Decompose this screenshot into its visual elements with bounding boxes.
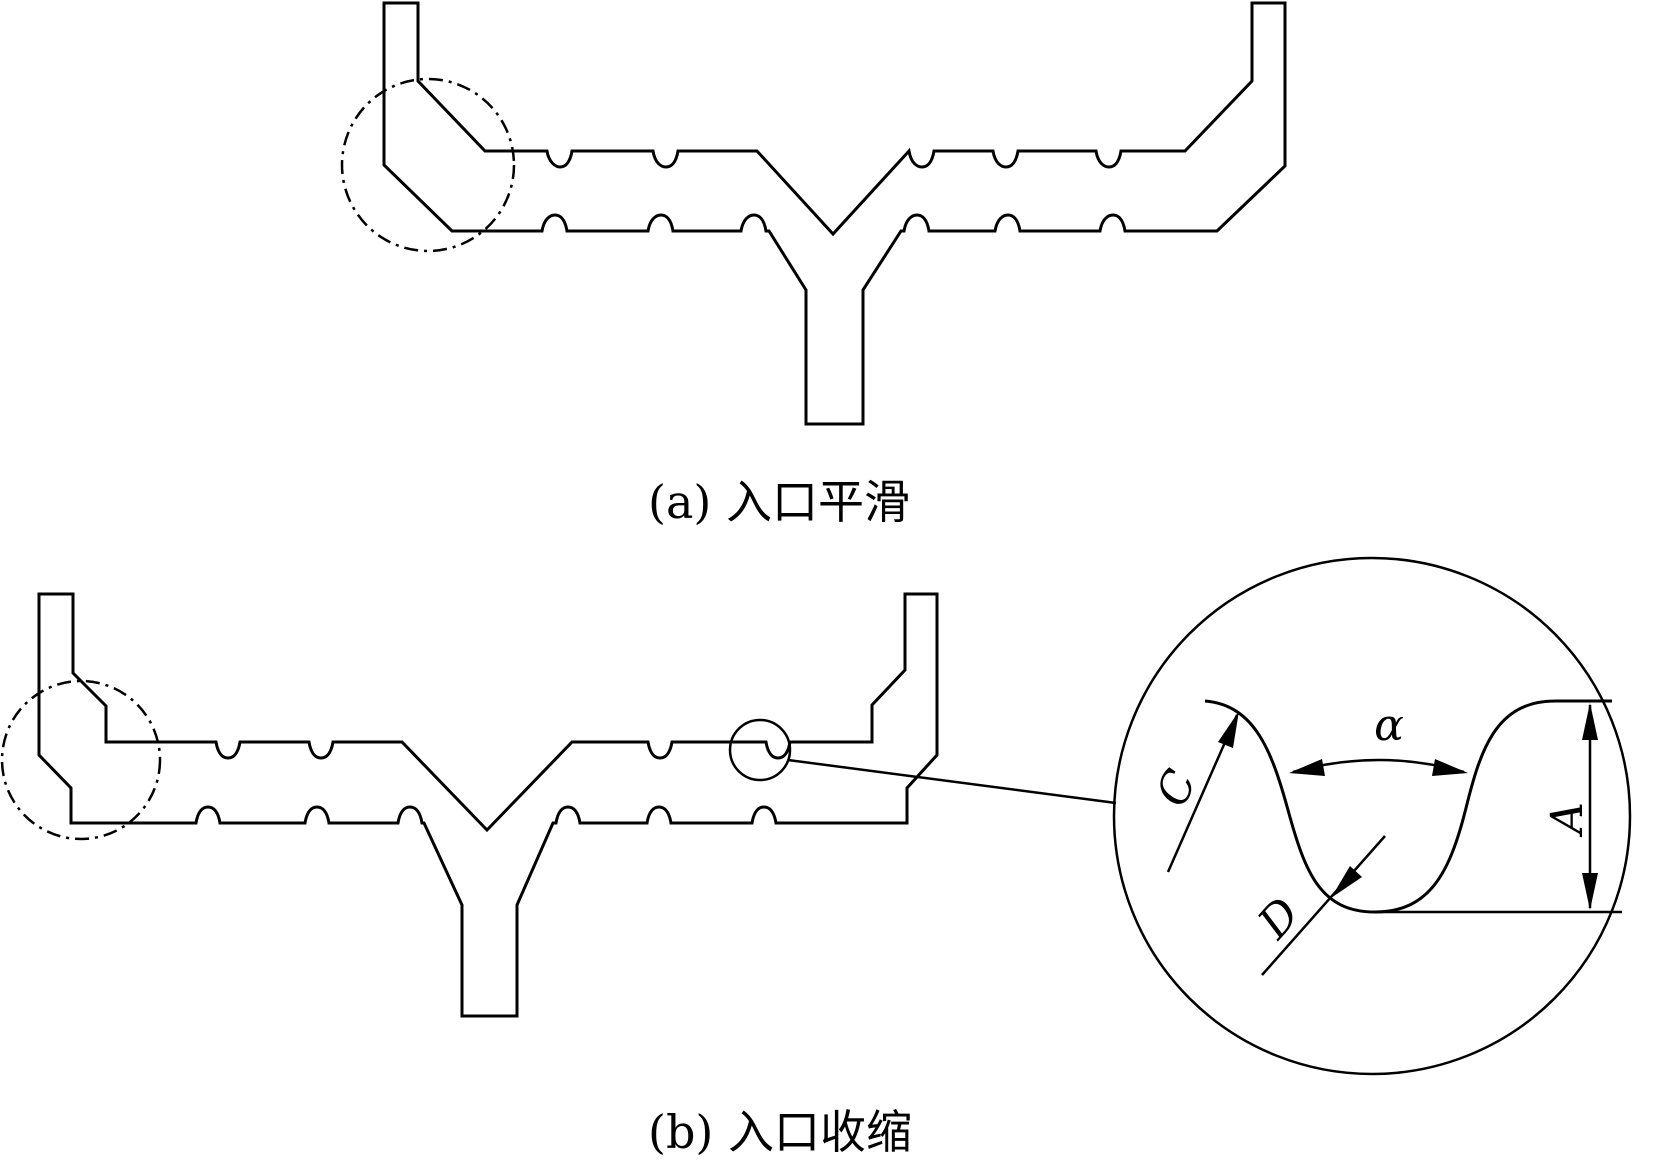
groove-detail-view: A C α D xyxy=(1112,556,1632,1076)
diagram-a-upper-wall xyxy=(382,1,1287,426)
diagram-b-contracted-inlet xyxy=(0,592,1117,1018)
caption-a-smooth-inlet: (a) 入口平滑 xyxy=(648,475,910,529)
dimension-a-arrow-bottom xyxy=(1582,873,1598,910)
dimension-alpha-arrow-right xyxy=(1432,759,1468,776)
detail-circle-border xyxy=(1112,556,1632,1076)
caption-b-contracted-inlet: (b) 入口收缩 xyxy=(648,1105,912,1159)
detail-leader-line xyxy=(787,758,1117,805)
diagram-b-groove-detail-marker xyxy=(728,718,792,782)
dimension-a-arrow-top xyxy=(1582,703,1598,740)
diagram-b-channel-outline xyxy=(37,592,939,1018)
dimension-d-label: D xyxy=(1248,888,1310,949)
dimension-c-arrow xyxy=(1218,711,1239,748)
dimension-a-label: A xyxy=(1542,802,1593,838)
dimension-d-arrow xyxy=(1331,866,1362,898)
dimension-alpha-label: α xyxy=(1374,700,1404,751)
diagram-a-inlet-highlight-circle xyxy=(340,77,516,253)
dimension-alpha-arrow-left xyxy=(1289,759,1325,776)
diagram-a-smooth-inlet xyxy=(340,1,1287,426)
dimension-d-line xyxy=(1261,835,1386,976)
diagram-b-inlet-highlight-circle xyxy=(0,679,162,841)
